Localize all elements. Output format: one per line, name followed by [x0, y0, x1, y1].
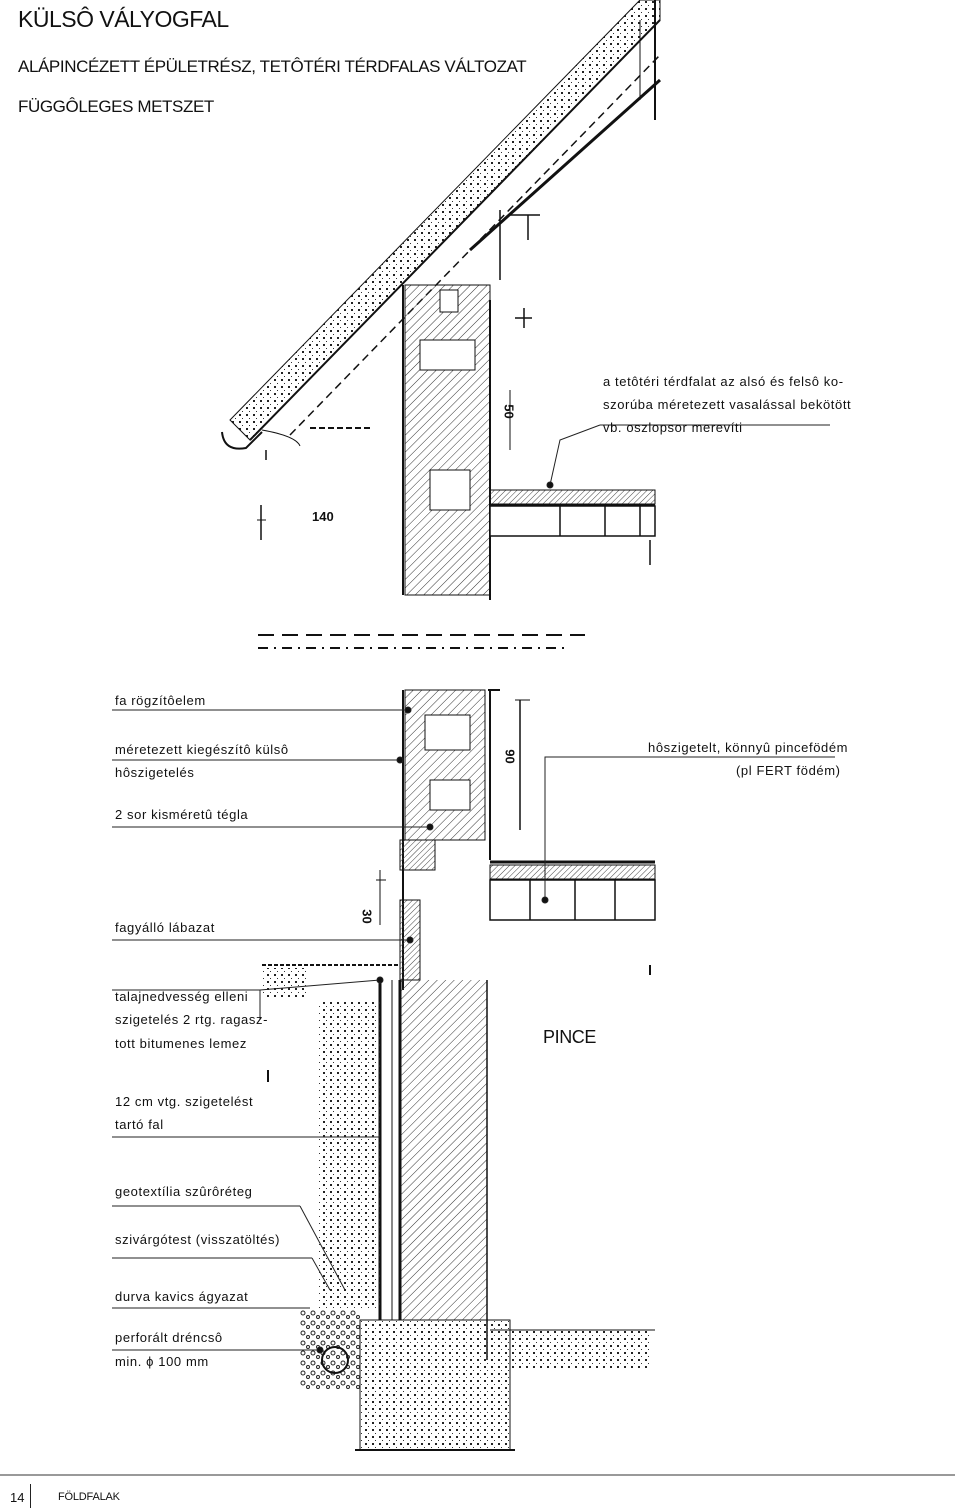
note-cellar-floor-line2: (pl FERT födém): [736, 763, 841, 778]
note-knee-wall-line1: a tetôtéri térdfalat az alsó és felsô ko…: [603, 374, 844, 389]
ground-wall: [402, 689, 530, 990]
label-retaining-wall-line2: tartó fal: [115, 1117, 164, 1132]
label-retaining-wall-line1: 12 cm vtg. szigetelést: [115, 1094, 254, 1109]
label-geotextile: geotextília szûrôréteg: [115, 1184, 253, 1199]
label-extra-insulation-line1: méretezett kiegészítô külsô: [115, 742, 289, 757]
note-knee-wall-line3: vb. oszlopsor merevíti: [603, 420, 743, 435]
label-dpc-line3: tott bitumenes lemez: [115, 1036, 247, 1051]
ground-level: [262, 964, 400, 1082]
label-timber-fixing: fa rögzítôelem: [115, 693, 206, 708]
foundation: [355, 1319, 655, 1451]
label-extra-insulation-line2: hôszigetelés: [115, 765, 195, 780]
dimension-50-upper: 50: [501, 404, 517, 419]
subtitle-section: FÜGGÔLEGES METSZET: [18, 97, 214, 116]
footer-section: FÖLDFALAK: [58, 1491, 120, 1503]
dimension-90: 90: [502, 749, 518, 764]
cellar-ceiling: [489, 860, 656, 975]
label-drain-pipe-line2: min. ϕ 100 mm: [115, 1354, 209, 1369]
page-title: KÜLSÔ VÁLYOGFAL: [18, 6, 229, 32]
roof: [221, 0, 662, 460]
label-gravel-bed: durva kavics ágyazat: [115, 1289, 249, 1304]
note-knee-wall-line2: szorúba méretezett vasalással bekötött: [603, 397, 852, 412]
subtitle-variant: ALÁPINCÉZETT ÉPÜLETRÉSZ, TETÔTÉRI TÉRDFA…: [18, 57, 527, 76]
page-number: 14: [10, 1490, 25, 1505]
basement-wall: [318, 980, 488, 1360]
label-plinth: fagyálló lábazat: [115, 920, 215, 935]
label-drain-pipe-line1: perforált dréncsô: [115, 1330, 223, 1345]
knee-wall: [402, 210, 540, 600]
leader-lines: [112, 424, 835, 1354]
dimension-30: 30: [359, 909, 375, 924]
label-dpc-line1: talajnedvesség elleni: [115, 989, 249, 1004]
label-dpc-line2: szigetelés 2 rtg. ragasz-: [115, 1012, 269, 1027]
page-number-box: [0, 1484, 31, 1508]
break-lines: [258, 634, 585, 649]
dimension-140: 140: [312, 509, 334, 524]
label-drainage-fill: szivárgótest (visszatöltés): [115, 1232, 281, 1247]
plinth: [376, 839, 436, 981]
note-cellar-floor-line1: hôszigetelt, könnyû pincefödém: [648, 740, 849, 755]
upper-floor: [489, 489, 656, 565]
label-brick-courses: 2 sor kisméretû tégla: [115, 807, 249, 822]
room-label-cellar: PINCE: [543, 1027, 597, 1047]
